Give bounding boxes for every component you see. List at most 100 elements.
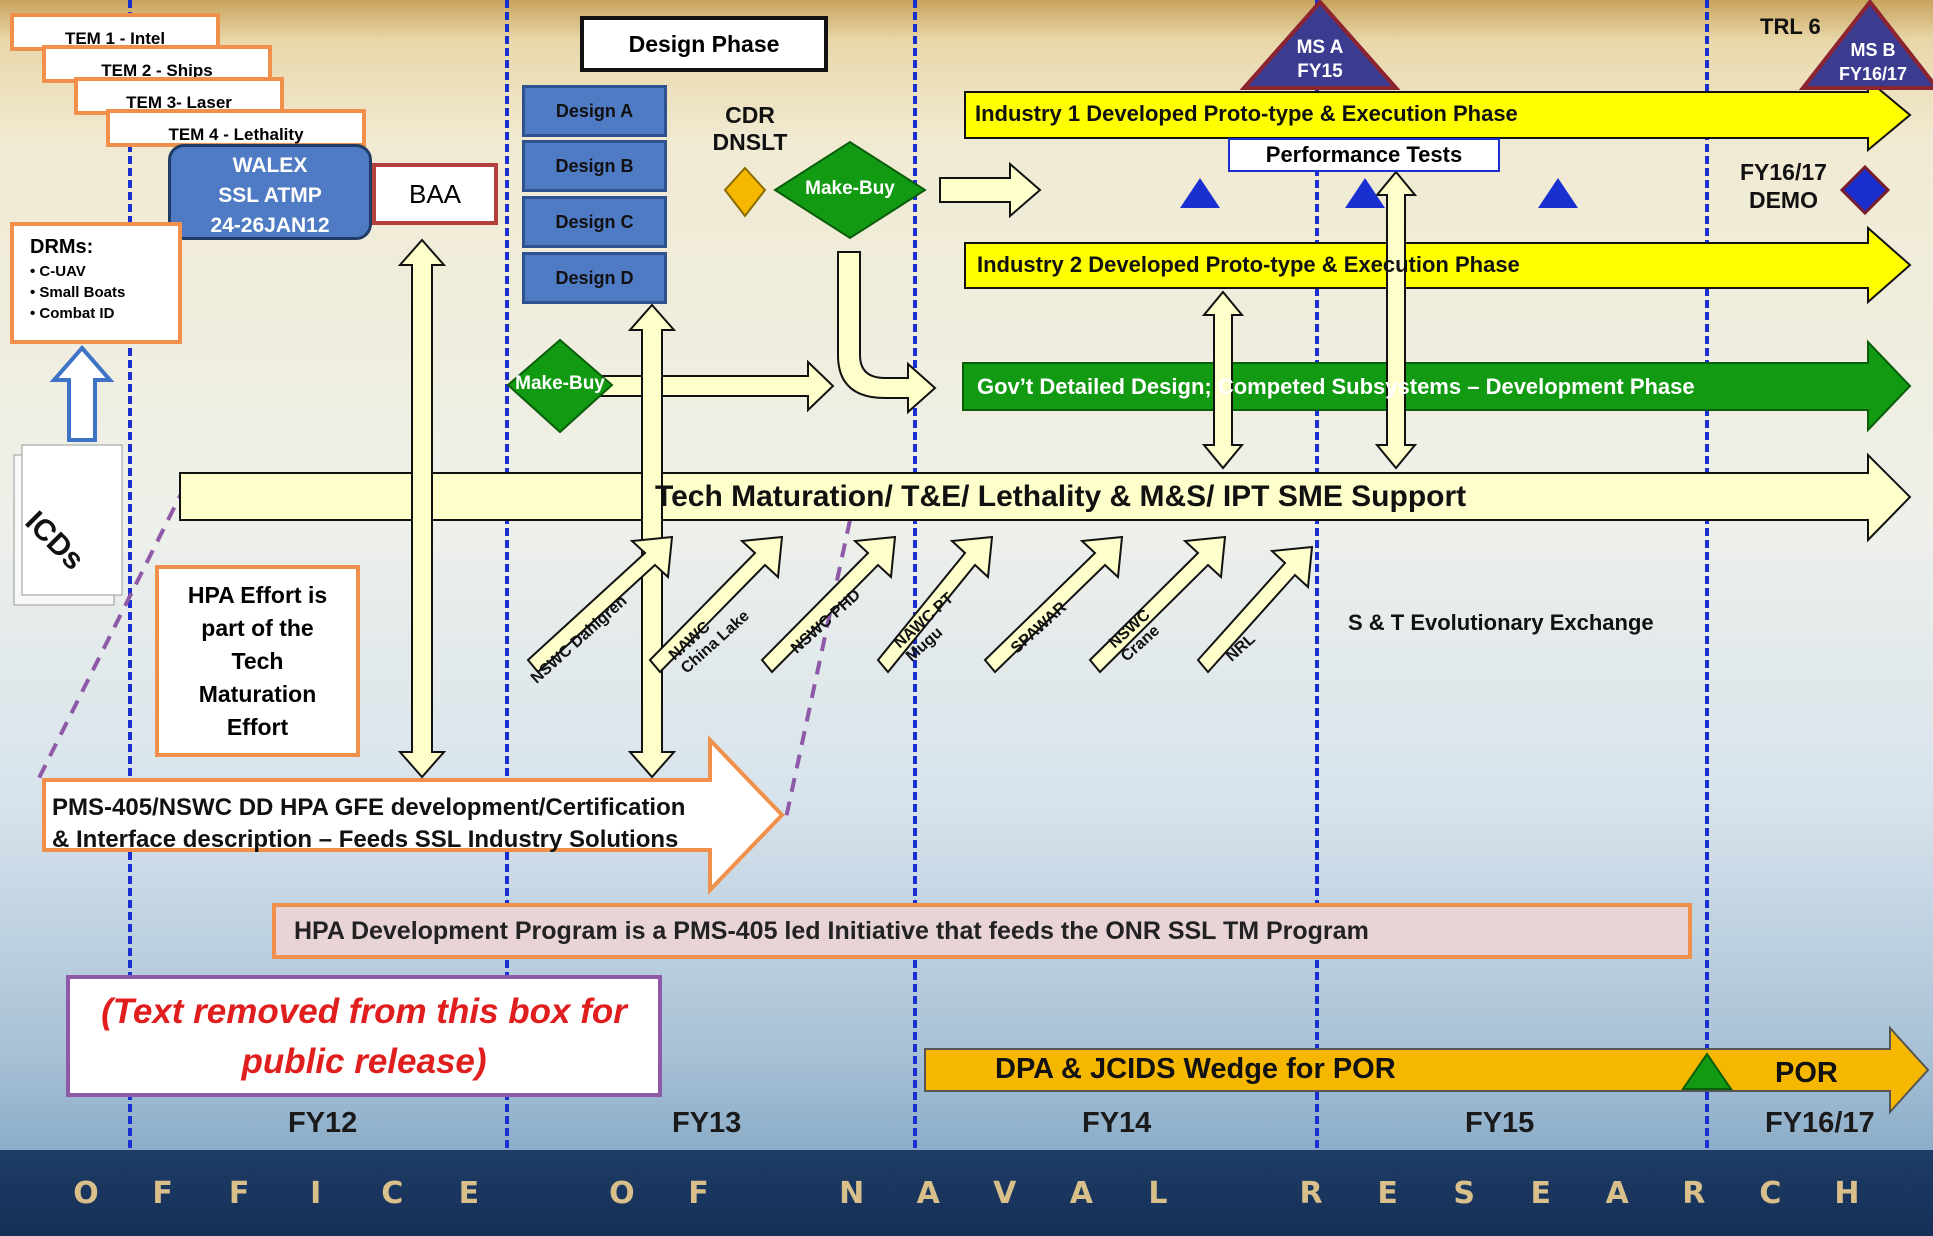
- footer-letter: L: [1148, 1175, 1168, 1211]
- design-d-box: Design D: [522, 252, 667, 304]
- milestone-triangle-1: [1180, 178, 1220, 208]
- demo-line1: FY16/17: [1740, 159, 1827, 185]
- tem-2-label: TEM 2 - Ships: [101, 61, 213, 80]
- industry2-label: Industry 2 Developed Proto-type & Execut…: [977, 252, 1520, 277]
- cdr-label: CDR DNSLT: [710, 102, 790, 156]
- por-triangle: [1681, 1052, 1733, 1090]
- tem-3-label: TEM 3- Laser: [126, 93, 232, 112]
- hpa-effort-box: HPA Effort is part of the Tech Maturatio…: [155, 565, 360, 757]
- performance-tests-label: Performance Tests: [1265, 142, 1463, 167]
- footer-letter: N: [839, 1175, 865, 1211]
- pms-arrow-label: PMS-405/NSWC DD HPA GFE development/Cert…: [52, 792, 685, 856]
- zoom-line-right: [784, 519, 852, 819]
- fy14-label: FY14: [1082, 1107, 1152, 1139]
- lab-arrow-6: [1088, 535, 1227, 674]
- walex-line1: WALEX: [232, 154, 308, 177]
- ms-a-line2: FY15: [1297, 61, 1343, 82]
- footer-letter: F: [228, 1175, 250, 1211]
- drm-item-3: • Combat ID: [30, 305, 115, 322]
- removed-line2: public release): [241, 1042, 487, 1081]
- bent-arrow: [837, 251, 937, 415]
- design-b-label: Design B: [555, 155, 634, 176]
- perf-govt-arrow: [1374, 170, 1418, 470]
- design-a-label: Design A: [555, 100, 634, 121]
- walex-box: WALEX SSL ATMP 24-26JAN12: [168, 144, 372, 240]
- footer-letter: V: [993, 1175, 1017, 1211]
- fy15-label: FY15: [1465, 1107, 1535, 1139]
- drms-title: DRMs:: [30, 236, 94, 258]
- st-exchange-label: S & T Evolutionary Exchange: [1348, 610, 1654, 635]
- industry1-label: Industry 1 Developed Proto-type & Execut…: [975, 101, 1518, 126]
- cdr-line1: CDR: [725, 102, 775, 128]
- hpa-effort-line5: Effort: [226, 714, 289, 740]
- ms-a-line1: MS A: [1296, 37, 1344, 58]
- footer-letter: E: [1530, 1175, 1551, 1211]
- demo-label: FY16/17 DEMO: [1740, 158, 1827, 214]
- tem-4-label: TEM 4 - Lethality: [168, 125, 304, 144]
- lab-arrow-5: [983, 535, 1124, 674]
- makebuy-top-arrow: [939, 161, 1042, 219]
- ms-b-label: MS B FY16/17: [1820, 38, 1926, 86]
- demo-diamond: [1839, 164, 1891, 216]
- demo-line2: DEMO: [1748, 187, 1818, 213]
- footer-letter: R: [1299, 1175, 1323, 1211]
- footer-letter: C: [1759, 1175, 1782, 1211]
- cdr-line2: DNSLT: [712, 129, 788, 155]
- footer-letter: A: [916, 1175, 940, 1211]
- zoom-line-left: [36, 485, 187, 781]
- footer-letter: I: [310, 1175, 322, 1211]
- lab-arrow-1: [526, 535, 674, 674]
- makebuy-diamond-top: [773, 140, 927, 240]
- lab-arrow-3: [760, 535, 897, 674]
- divider-fy16: [1705, 0, 1709, 1160]
- pms-line2: & Interface description – Feeds SSL Indu…: [52, 826, 679, 853]
- lab-arrow-7: [1196, 545, 1314, 674]
- ms-b-line2: FY16/17: [1838, 64, 1908, 84]
- removed-line1: (Text removed from this box for: [101, 992, 627, 1031]
- drm-up-arrow: [49, 344, 115, 442]
- fy12-label: FY12: [288, 1107, 358, 1139]
- drms-box: DRMs: • C-UAV • Small Boats • Combat ID: [10, 222, 182, 344]
- govt-arrow: [962, 339, 1912, 433]
- tem-1-box: TEM 1 - Intel: [10, 13, 220, 51]
- dpa-label: DPA & JCIDS Wedge for POR: [995, 1053, 1396, 1085]
- makebuy-diamond-left: [506, 338, 614, 434]
- design-b-box: Design B: [522, 140, 667, 192]
- tem-3-box: TEM 3- Laser: [74, 77, 284, 115]
- divider-fy14: [913, 0, 917, 1160]
- hpa-effort-line4: Maturation: [198, 681, 317, 707]
- removed-text-box: (Text removed from this box for public r…: [66, 975, 662, 1097]
- design-d-label: Design D: [555, 267, 634, 288]
- pms-line1: PMS-405/NSWC DD HPA GFE development/Cert…: [52, 794, 686, 821]
- footer-letter: E: [458, 1175, 480, 1211]
- dpa-arrow: [924, 1025, 1930, 1115]
- footer-letter: C: [381, 1175, 404, 1211]
- baa-box: BAA: [372, 163, 498, 225]
- design-c-box: Design C: [522, 196, 667, 248]
- footer-office-of-naval-research: O F F I C E O F N A V A L R E S E A R C …: [0, 1168, 1933, 1218]
- govt-label: Gov’t Detailed Design; Competed Subsyste…: [977, 374, 1695, 399]
- lab-arrows: [526, 535, 1314, 674]
- cdr-diamond: [723, 166, 767, 218]
- hpa-effort-line3: Tech: [231, 648, 284, 674]
- walex-line2: SSL ATMP: [218, 184, 322, 207]
- baa-double-arrow: [397, 238, 447, 779]
- ms-b-line1: MS B: [1850, 40, 1896, 60]
- drm-item-1: • C-UAV: [30, 263, 86, 280]
- milestone-triangle-2: [1345, 178, 1385, 208]
- performance-tests-box: Performance Tests: [1228, 138, 1500, 172]
- footer-letter: S: [1453, 1175, 1475, 1211]
- footer-letter: O: [73, 1175, 99, 1211]
- divider-fy13: [505, 0, 509, 1160]
- lab-arrow-2: [648, 535, 784, 674]
- footer-band: [0, 1150, 1933, 1236]
- ms-b-triangle: [1798, 0, 1933, 90]
- milestone-triangle-3: [1538, 178, 1578, 208]
- footer-letter: H: [1834, 1175, 1860, 1211]
- ms-a-triangle: [1239, 0, 1401, 90]
- industry2-govt-arrow: [1201, 290, 1245, 470]
- makebuy-top-label: Make-Buy: [805, 178, 895, 199]
- footer-letter: R: [1682, 1175, 1706, 1211]
- icd-paper-front: [21, 444, 123, 596]
